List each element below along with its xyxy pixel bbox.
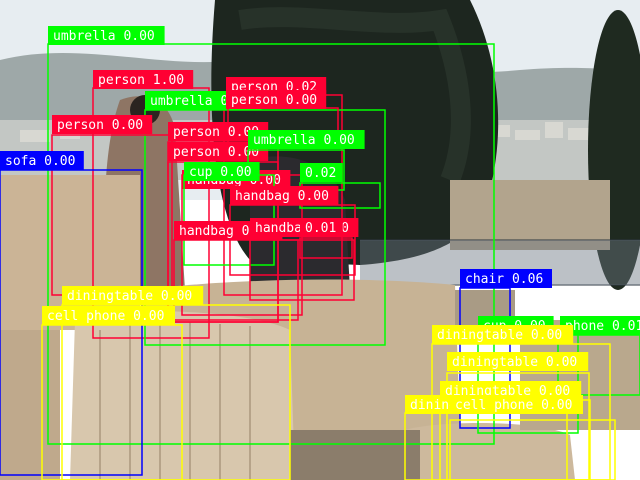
- cup-label-bg: [184, 162, 260, 181]
- cell-phone-label: cell phone 0.00: [47, 309, 164, 324]
- cell-phone-bbox: [41, 324, 183, 480]
- handbag-label-bg: [300, 218, 343, 237]
- umbrella-label-bg: [48, 26, 165, 45]
- sofa-label-bg: [0, 151, 84, 170]
- stone-wall: [450, 180, 610, 250]
- umbrella-label: umbrella 0.00: [53, 29, 155, 44]
- sofa-label: sofa 0.00: [5, 154, 75, 169]
- person-label: person 0.00: [173, 125, 259, 140]
- diningtable-bbox: [404, 412, 568, 480]
- diningtable-label-bg: [447, 352, 589, 371]
- city-buildings: [20, 122, 590, 142]
- diningtable-label: diningtable 0.00: [67, 289, 192, 304]
- cup-label: phone 0.01: [565, 319, 640, 334]
- cup-label: 0.02: [305, 166, 336, 181]
- cell-phone-label: cell phone 0.00: [455, 398, 572, 413]
- person-label-bg: [168, 122, 269, 141]
- umbrella-label-bg: [248, 130, 365, 149]
- person-label-bg: [52, 115, 153, 134]
- person-label-bg: [226, 90, 327, 109]
- chair-label: chair 0.06: [465, 272, 543, 287]
- handbag-label: handbag 0.00: [179, 224, 273, 239]
- person-label: person 0.00: [173, 145, 259, 160]
- umbrella-label: umbrella 0.00: [253, 133, 355, 148]
- diningtable-bbox: [446, 372, 590, 480]
- handbag-label-bg: [230, 186, 339, 205]
- diningtable-label: diningtable 0.00: [452, 355, 577, 370]
- handbag-bbox: [173, 239, 299, 321]
- person-label-bg: [168, 142, 269, 161]
- diningtable-bbox: [61, 304, 291, 480]
- person-label: person 0.00: [57, 118, 143, 133]
- chair-label-bg: [460, 269, 552, 288]
- handbag-label: handbag 0.00: [235, 189, 329, 204]
- diningtable-label: diningtable 0.00: [437, 328, 562, 343]
- handbag-label: 0.01: [305, 221, 336, 236]
- person-label: person 1.00: [98, 73, 184, 88]
- cup-label-bg: [300, 163, 343, 182]
- cell-phone-bbox: [449, 419, 616, 480]
- handbag-bbox: [249, 239, 355, 301]
- cup-label-bg: [560, 316, 640, 335]
- cell-phone-label-bg: [450, 395, 583, 414]
- diningtable-label-bg: [432, 325, 574, 344]
- cup-label: cup 0.00: [189, 165, 252, 180]
- diningtable-label-bg: [62, 286, 204, 305]
- umbrella-bbox: [47, 43, 495, 445]
- person-label-bg: [93, 70, 194, 89]
- cell-phone-label-bg: [42, 306, 175, 325]
- person-label: person 0.00: [231, 93, 317, 108]
- handbag-bbox: [299, 237, 353, 259]
- umbrella-bbox: [144, 109, 386, 346]
